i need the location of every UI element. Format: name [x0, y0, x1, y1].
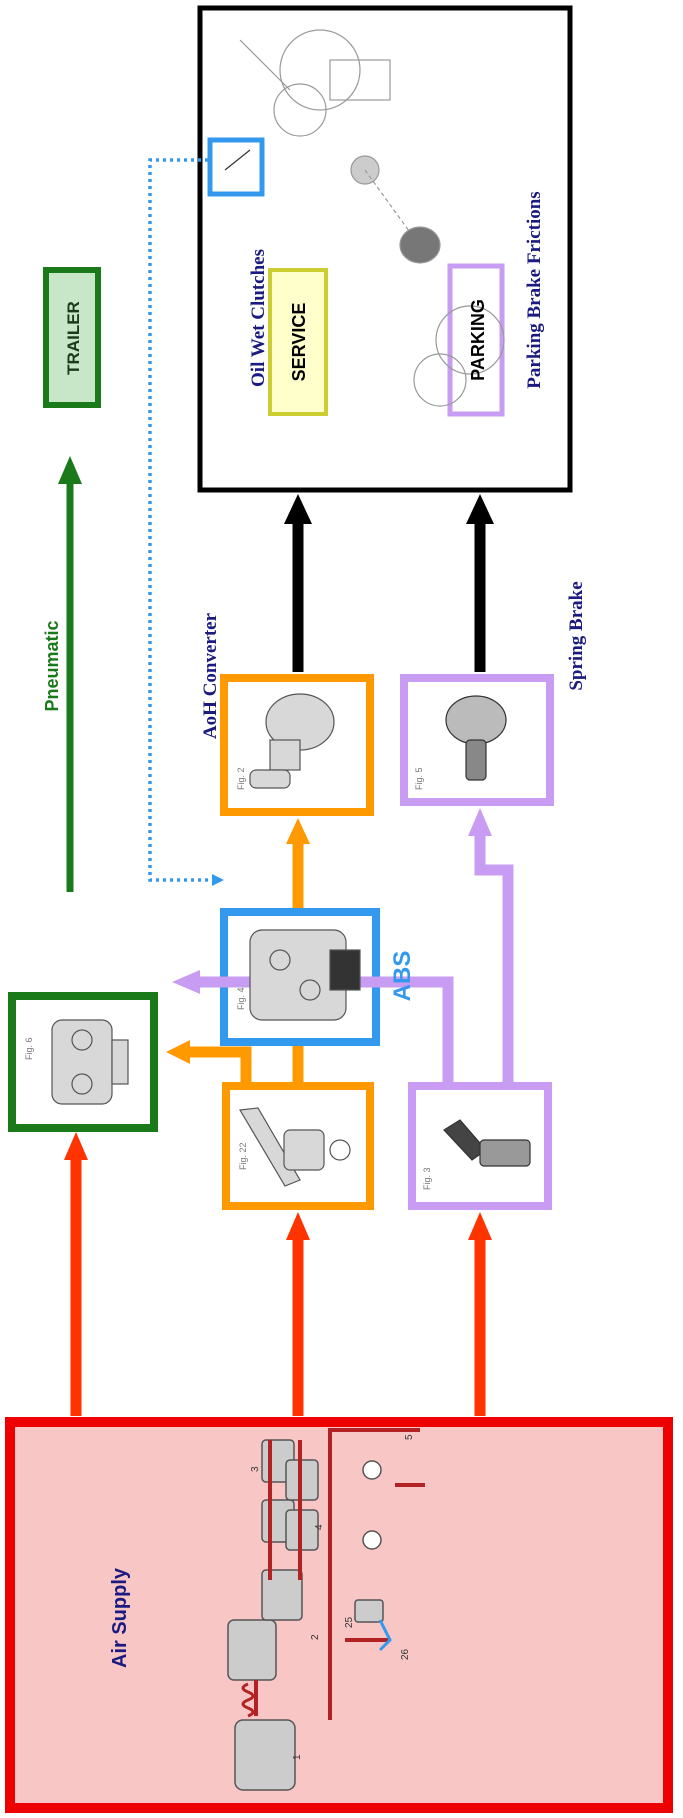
arrow-hand-valve-to-spring-brake — [474, 836, 514, 1082]
brake-pedal-illustration — [239, 1107, 351, 1187]
arrow-head — [166, 1040, 190, 1064]
fig-tag-abs-valve: Fig. 4 — [236, 987, 246, 1010]
spring-brake-illustration — [445, 695, 507, 781]
brake-assembly-illustration — [224, 29, 505, 407]
air-supply-box — [5, 1417, 673, 1813]
arrow-head — [468, 1212, 492, 1240]
parking-box — [447, 263, 505, 417]
air-supply-blue-pipe — [378, 1619, 392, 1652]
arrow-pedal-to-trailer-valve — [190, 1046, 252, 1082]
service-label: SERVICE — [289, 303, 309, 382]
hand-valve-illustration — [443, 1119, 531, 1167]
aoh-converter-label: AoH Converter — [200, 612, 221, 739]
parking-label: PARKING — [468, 299, 488, 381]
part-number-3: 3 — [250, 1466, 261, 1472]
arrow-head — [286, 1212, 310, 1240]
fig-tag-spring-brake: Fig. 5 — [414, 767, 424, 790]
parking-brake-frictions-label: Parking Brake Frictions — [524, 191, 545, 388]
brake-assembly-box — [197, 5, 573, 493]
air-supply-label: Air Supply — [109, 1567, 131, 1668]
part-number-25: 25 — [344, 1616, 355, 1628]
aoh-converter-illustration — [249, 693, 335, 789]
abs-sensor-box — [207, 137, 265, 197]
arrow-head — [286, 818, 310, 844]
arrow-head — [468, 808, 492, 836]
arrow-head — [284, 494, 312, 524]
part-number-2: 2 — [310, 1634, 321, 1640]
abs-sensor-signal-line — [148, 158, 214, 882]
trailer-box — [43, 267, 101, 408]
oil-wet-clutches-label: Oil Wet Clutches — [248, 249, 269, 387]
arrow-head — [58, 456, 82, 484]
abs-label: ABS — [389, 951, 416, 1002]
arrow-head — [172, 970, 200, 994]
fig-tag-brake-pedal: Fig. 22 — [238, 1142, 248, 1170]
fig-tag-aoh-converter: Fig. 2 — [236, 767, 246, 790]
trailer-label: TRAILER — [64, 301, 83, 375]
part-number-4: 4 — [314, 1524, 325, 1530]
fig-tag-trailer-valve: Fig. 6 — [24, 1037, 34, 1060]
fig-tag-hand-valve: Fig. 3 — [422, 1167, 432, 1190]
pneumatic-label: Pneumatic — [42, 620, 62, 711]
arrow-head — [64, 1132, 88, 1160]
abs-valve-illustration — [249, 929, 361, 1021]
arrow-head — [466, 494, 494, 524]
part-number-1: 1 — [292, 1754, 303, 1760]
air-supply-pipes — [241, 1428, 425, 1720]
service-box — [268, 268, 328, 416]
part-number-5: 5 — [404, 1434, 415, 1440]
part-number-26: 26 — [400, 1648, 411, 1660]
trailer-valve-illustration — [51, 1019, 129, 1105]
arrow-head — [212, 874, 224, 886]
spring-brake-label: Spring Brake — [566, 581, 587, 690]
